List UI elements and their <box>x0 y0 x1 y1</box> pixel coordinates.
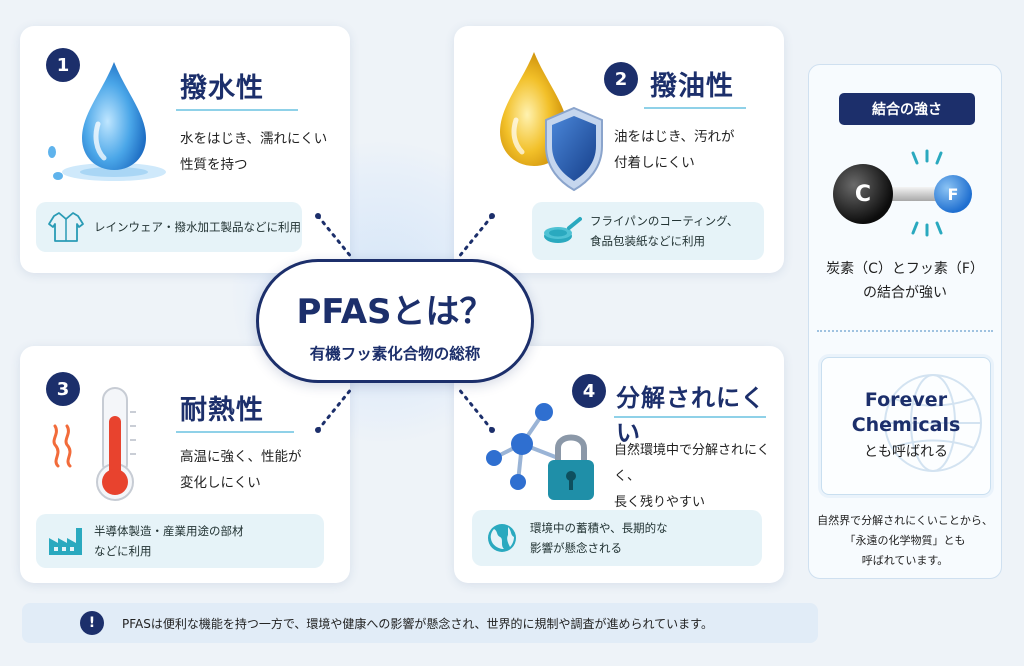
card-title: 分解されにくい <box>616 384 766 447</box>
card-title: 撥水性 <box>180 73 264 104</box>
globe-watermark-icon <box>884 374 982 472</box>
bond-strength-panel: 結合の強さ C F 炭素（C）とフッ素（F）の結合が強い <box>808 64 1002 579</box>
bond-description: 炭素（C）とフッ素（F）の結合が強い <box>826 261 984 301</box>
card-oil-repellency: 2 撥油性 油をはじき、汚れが付着しにくい フライパンのコーティング、食品包装紙… <box>454 26 784 273</box>
title-underline <box>176 109 298 111</box>
usage-box: レインウェア・撥水加工製品などに利用 <box>36 202 302 252</box>
footer-text: PFASは便利な機能を持つ一方で、環境や健康への影響が懸念され、世界的に規制や調… <box>122 616 713 631</box>
card-number-2: 2 <box>604 62 638 96</box>
card-description: 自然環境中で分解されにくく、長く残りやすい <box>614 443 770 510</box>
card-water-repellency: 1 撥水性 水をはじき、濡れにくい性質を持つ レインウェア・撥水加工製品などに利… <box>20 26 350 273</box>
thermometer-icon <box>52 387 136 501</box>
card-number-1: 1 <box>46 48 80 82</box>
usage-text: フライパンのコーティング、食品包装紙などに利用 <box>590 214 739 248</box>
shirt-icon <box>48 212 84 242</box>
usage-box: 環境中の蓄積や、長期的な影響が懸念される <box>472 510 762 566</box>
usage-box: 半導体製造・産業用途の部材などに利用 <box>36 514 324 568</box>
card-heat-resistance: 3 耐熱性 高温に強く、性能が変化しにくい 半導体製造・産業用途の部材などに利用 <box>20 346 350 583</box>
molecule-lock-icon <box>486 403 594 500</box>
connector-lines <box>315 213 495 433</box>
usage-text: 環境中の蓄積や、長期的な影響が懸念される <box>530 521 668 555</box>
center-subtitle: 有機フッ素化合物の総称 <box>309 345 481 363</box>
frying-pan-icon <box>544 217 582 243</box>
title-underline <box>614 416 766 418</box>
center-pfas-label: PFASとは？ 有機フッ素化合物の総称 <box>256 259 534 383</box>
title-underline <box>644 107 746 109</box>
card-description: 水をはじき、濡れにくい性質を持つ <box>180 131 328 173</box>
globe-icon <box>488 524 516 552</box>
card-number-4: 4 <box>572 374 606 408</box>
title-underline <box>176 431 294 433</box>
card-description: 高温に強く、性能が変化しにくい <box>180 449 302 491</box>
footer-note: ! PFASは便利な機能を持つ一方で、環境や健康への影響が懸念され、世界的に規制… <box>22 603 818 643</box>
card-persistence: 4 分解されにくい 自然環境中で分解されにくく、長く残りやすい 環境中の蓄積や、… <box>454 346 784 583</box>
fluorine-atom-label: F <box>947 185 959 204</box>
usage-box: フライパンのコーティング、食品包装紙などに利用 <box>532 202 764 260</box>
forever-chemicals-subtitle: とも呼ばれる <box>864 444 948 460</box>
cf-bond-icon <box>833 149 972 237</box>
panel-divider <box>817 330 993 332</box>
water-drop-icon <box>48 62 166 181</box>
center-title: PFASとは？ <box>296 292 494 332</box>
usage-text: レインウェア・撥水加工製品などに利用 <box>94 220 301 234</box>
bond-strength-badge: 結合の強さ <box>839 93 975 125</box>
card-description: 油をはじき、汚れが付着しにくい <box>614 129 735 171</box>
forever-chemicals-note: 自然界で分解されにくいことから、「永遠の化学物質」とも呼ばれています。 <box>817 514 993 567</box>
card-number-3: 3 <box>46 372 80 406</box>
carbon-atom-label: C <box>854 182 872 207</box>
card-title: 撥油性 <box>650 71 734 102</box>
factory-icon <box>49 528 82 555</box>
usage-text: 半導体製造・産業用途の部材などに利用 <box>94 524 244 558</box>
exclamation-icon: ! <box>80 611 104 635</box>
oil-drop-shield-icon <box>500 52 603 192</box>
card-title: 耐熱性 <box>180 395 264 426</box>
